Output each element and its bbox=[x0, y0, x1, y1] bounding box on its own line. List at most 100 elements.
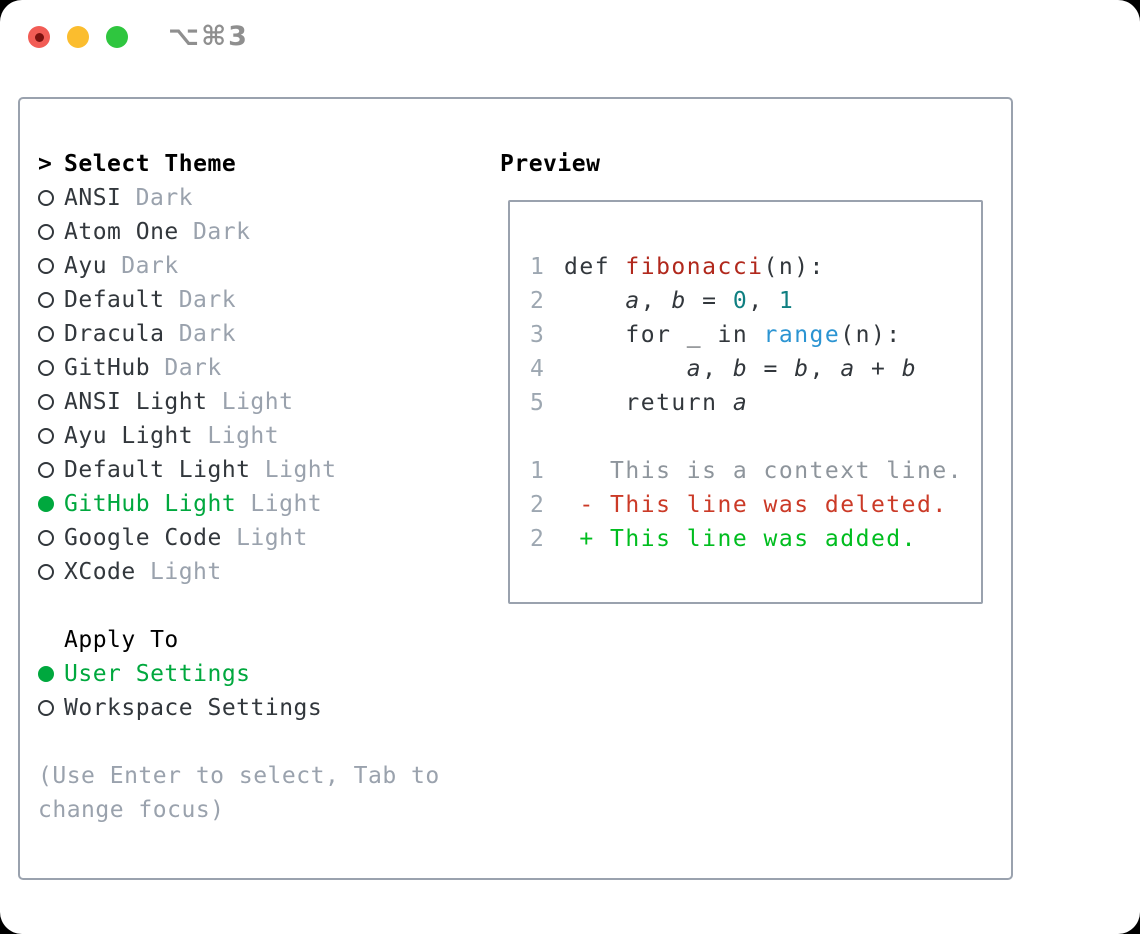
apply-option-user-settings[interactable]: User Settings bbox=[38, 657, 440, 691]
theme-variant: Dark bbox=[178, 287, 237, 313]
preview-code-line bbox=[510, 420, 981, 454]
help-text: (Use Enter to select, Tab to change focus… bbox=[38, 759, 440, 827]
radio-marker bbox=[38, 360, 64, 376]
code-text: for _ in range(n): bbox=[564, 322, 902, 348]
token-added: + This line was added. bbox=[564, 526, 917, 552]
apply-to-header: Apply To bbox=[38, 623, 440, 657]
window-shortcut-label: ⌥⌘3 bbox=[168, 21, 249, 52]
line-number: 3 bbox=[530, 322, 546, 348]
code-text: This is a context line. bbox=[564, 458, 963, 484]
token-variable: b bbox=[732, 356, 749, 382]
spacer bbox=[38, 589, 440, 623]
theme-variant: Light bbox=[207, 423, 280, 449]
select-theme-label: Select Theme bbox=[64, 151, 237, 177]
token-plain: = bbox=[748, 356, 795, 382]
token-plain: for _ in bbox=[564, 322, 764, 348]
radio-unselected-icon bbox=[38, 224, 54, 240]
theme-option-github[interactable]: GitHub Dark bbox=[38, 351, 440, 385]
preview-code-line: 3 for _ in range(n): bbox=[510, 318, 981, 352]
theme-variant: Light bbox=[150, 559, 222, 585]
preview-code-line: 2 + This line was added. bbox=[510, 522, 981, 556]
theme-variant: Dark bbox=[193, 219, 251, 245]
preview-code-line: 4 a, b = b, a + b bbox=[510, 352, 981, 386]
theme-variant: Dark bbox=[164, 355, 222, 381]
radio-marker bbox=[38, 462, 64, 478]
zoom-button[interactable] bbox=[106, 26, 128, 48]
close-dot-icon bbox=[34, 32, 44, 42]
theme-name: Dracula bbox=[64, 321, 165, 347]
code-text: return a bbox=[564, 390, 748, 416]
radio-marker bbox=[38, 326, 64, 342]
theme-option-atom-one[interactable]: Atom One Dark bbox=[38, 215, 440, 249]
theme-name: Ayu bbox=[64, 253, 108, 279]
token-plain: (n): bbox=[840, 322, 902, 348]
token-builtin: range bbox=[763, 322, 841, 348]
help-text-line: (Use Enter to select, Tab to bbox=[38, 763, 440, 789]
theme-variant: Dark bbox=[121, 253, 179, 279]
radio-unselected-icon bbox=[38, 700, 54, 716]
preview-code-line: 2 - This line was deleted. bbox=[510, 488, 981, 522]
line-number: 1 bbox=[530, 254, 546, 280]
radio-unselected-icon bbox=[38, 326, 54, 342]
token-plain: = bbox=[686, 288, 733, 314]
theme-variant: Light bbox=[221, 389, 294, 415]
token-plain: , bbox=[809, 356, 841, 382]
theme-name: Default Light bbox=[64, 457, 251, 483]
theme-option-ansi[interactable]: ANSI Dark bbox=[38, 181, 440, 215]
radio-marker bbox=[38, 428, 64, 444]
radio-unselected-icon bbox=[38, 462, 54, 478]
radio-selected-icon bbox=[38, 496, 54, 512]
token-number: 0 bbox=[732, 288, 749, 314]
token-number: 1 bbox=[778, 288, 795, 314]
preview-code-line: 2 a, b = 0, 1 bbox=[510, 284, 981, 318]
apply-to-label: Apply To bbox=[64, 627, 179, 653]
code-text: a, b = 0, 1 bbox=[564, 288, 794, 314]
theme-name: Atom One bbox=[64, 219, 179, 245]
token-plain: , bbox=[640, 288, 672, 314]
radio-marker bbox=[38, 224, 64, 240]
minimize-button[interactable] bbox=[67, 26, 89, 48]
theme-name: XCode bbox=[64, 559, 136, 585]
radio-selected-icon bbox=[38, 666, 54, 682]
apply-option-workspace-settings[interactable]: Workspace Settings bbox=[38, 691, 440, 725]
radio-marker bbox=[38, 700, 64, 716]
theme-option-xcode[interactable]: XCode Light bbox=[38, 555, 440, 589]
radio-marker bbox=[38, 258, 64, 274]
token-variable: a bbox=[732, 390, 749, 416]
radio-unselected-icon bbox=[38, 190, 54, 206]
token-plain: , bbox=[702, 356, 733, 382]
radio-unselected-icon bbox=[38, 394, 54, 410]
token-variable: b bbox=[794, 356, 810, 382]
code-text: + This line was added. bbox=[564, 526, 917, 552]
help-text-line: change focus) bbox=[38, 797, 225, 823]
apply-option-label: Workspace Settings bbox=[64, 695, 323, 721]
theme-variant: Light bbox=[236, 525, 308, 551]
radio-marker bbox=[38, 530, 64, 546]
theme-name: GitHub Light bbox=[64, 491, 237, 517]
preview-title: Preview bbox=[500, 151, 601, 177]
theme-variant: Dark bbox=[135, 185, 194, 211]
theme-option-ayu[interactable]: Ayu Dark bbox=[38, 249, 440, 283]
line-number: 2 bbox=[530, 288, 546, 314]
theme-name: GitHub bbox=[64, 355, 151, 381]
close-button[interactable] bbox=[28, 26, 50, 48]
preview-code-line: 1 This is a context line. bbox=[510, 454, 981, 488]
radio-marker bbox=[38, 496, 64, 512]
theme-option-ayu-light[interactable]: Ayu Light Light bbox=[38, 419, 440, 453]
theme-name: ANSI bbox=[64, 185, 122, 211]
radio-marker bbox=[38, 394, 64, 410]
radio-marker bbox=[38, 190, 64, 206]
radio-unselected-icon bbox=[38, 360, 54, 376]
radio-unselected-icon bbox=[38, 428, 54, 444]
theme-name: Ayu Light bbox=[64, 423, 194, 449]
